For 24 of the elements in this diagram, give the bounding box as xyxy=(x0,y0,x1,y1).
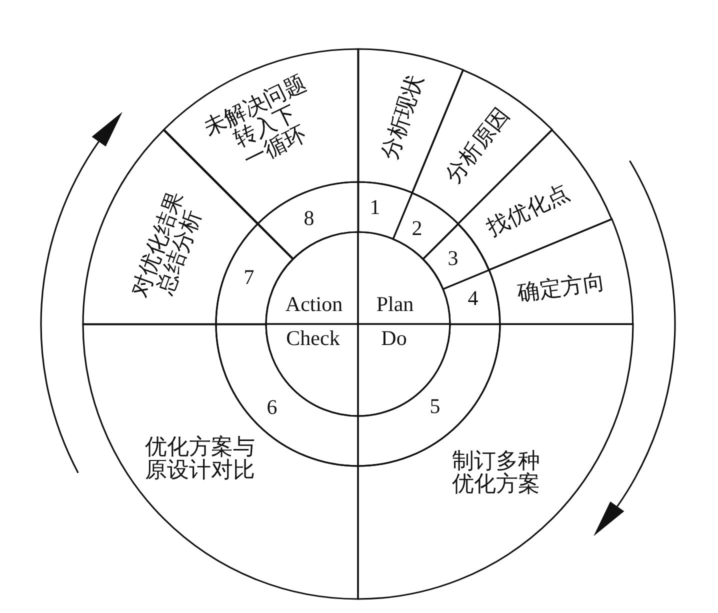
phase-label: Plan xyxy=(376,292,414,316)
step-number: 3 xyxy=(448,246,458,269)
step-label: 制订多种优化方案 xyxy=(452,448,540,496)
step-number: 2 xyxy=(412,216,422,239)
step-number: 4 xyxy=(468,286,478,309)
step-number: 5 xyxy=(430,394,440,418)
step-label: 优化方案与原设计对比 xyxy=(145,434,255,482)
step-number: 6 xyxy=(266,396,278,418)
step-number: 8 xyxy=(304,206,314,230)
step-label: 确定方向 xyxy=(516,269,606,305)
step-number: 1 xyxy=(370,196,380,218)
phase-label: Do xyxy=(381,326,407,350)
step-number-sector xyxy=(256,181,359,260)
step-label: 对优化结果总结分析 xyxy=(128,188,207,302)
step-label: 未解决问题转入下一循环 xyxy=(200,70,312,174)
step-number: 7 xyxy=(244,266,254,288)
step-sector xyxy=(82,323,359,600)
phase-sector xyxy=(357,323,451,417)
step-label: 分析现状 xyxy=(377,72,427,162)
phase-label: Check xyxy=(286,326,340,350)
step-number-sector xyxy=(442,268,501,325)
phase-label: Action xyxy=(285,292,343,316)
step-sector xyxy=(357,323,634,600)
step-number-sector xyxy=(357,181,414,240)
